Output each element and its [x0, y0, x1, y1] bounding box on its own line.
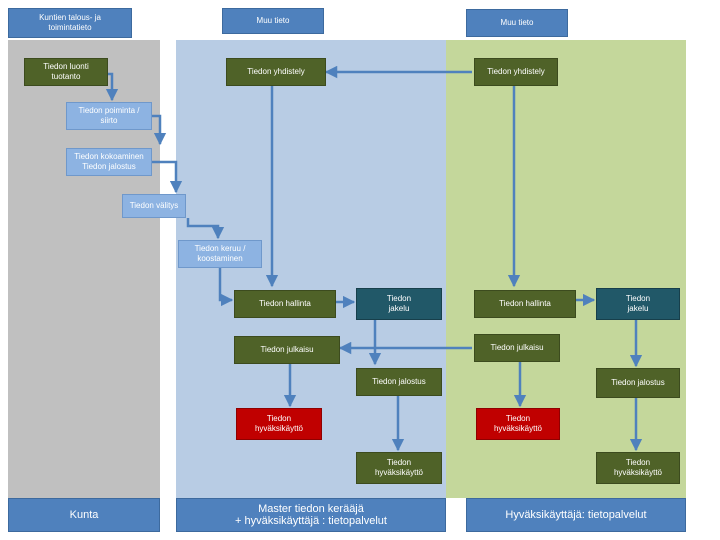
- node-tiedon-julkaisu-1: Tiedon julkaisu: [234, 336, 340, 364]
- node-tiedon-luonti: Tiedon luonti tuotanto: [24, 58, 108, 86]
- arrow-kokoaminen-valitys: [152, 160, 183, 194]
- header-muu-tieto-1: Muu tieto: [222, 8, 324, 34]
- node-tiedon-jalostus-1: Tiedon jalostus: [356, 368, 442, 396]
- node-tiedon-jakelu-1: Tiedon jakelu: [356, 288, 442, 320]
- node-tiedon-yhdistely-1: Tiedon yhdistely: [226, 58, 326, 86]
- arrow-poiminta-kokoaminen: [152, 114, 167, 146]
- node-tiedon-yhdistely-2: Tiedon yhdistely: [474, 58, 558, 86]
- header-kunta: Kuntien talous- ja toimintatieto: [8, 8, 132, 38]
- arrow-valitys-keruu: [186, 218, 225, 240]
- arrow-keruu-hallinta: [218, 268, 234, 307]
- node-tiedon-hyvaksikaytto-red-2: Tiedon hyväksikäyttö: [476, 408, 560, 440]
- node-tiedon-jakelu-2: Tiedon jakelu: [596, 288, 680, 320]
- node-tiedon-kokoaminen: Tiedon kokoaminen Tiedon jalostus: [66, 148, 152, 176]
- node-tiedon-valitys: Tiedon välitys: [122, 194, 186, 218]
- node-tiedon-hyvaksikaytto-1: Tiedon hyväksikäyttö: [356, 452, 442, 484]
- footer-hyvaksikayttaja: Hyväksikäyttäjä: tietopalvelut: [466, 498, 686, 532]
- node-tiedon-hallinta-1: Tiedon hallinta: [234, 290, 336, 318]
- node-tiedon-poiminta: Tiedon poiminta / siirto: [66, 102, 152, 130]
- node-tiedon-hyvaksikaytto-2: Tiedon hyväksikäyttö: [596, 452, 680, 484]
- footer-kunta: Kunta: [8, 498, 160, 532]
- node-tiedon-hallinta-2: Tiedon hallinta: [474, 290, 576, 318]
- node-tiedon-jalostus-2: Tiedon jalostus: [596, 368, 680, 398]
- header-muu-tieto-2: Muu tieto: [466, 9, 568, 37]
- node-tiedon-julkaisu-2: Tiedon julkaisu: [474, 334, 560, 362]
- node-tiedon-keruu: Tiedon keruu / koostaminen: [178, 240, 262, 268]
- footer-master: Master tiedon kerääjä + hyväksikäyttäjä …: [176, 498, 446, 532]
- node-tiedon-hyvaksikaytto-red-1: Tiedon hyväksikäyttö: [236, 408, 322, 440]
- arrow-luonti-poiminta: [105, 72, 119, 102]
